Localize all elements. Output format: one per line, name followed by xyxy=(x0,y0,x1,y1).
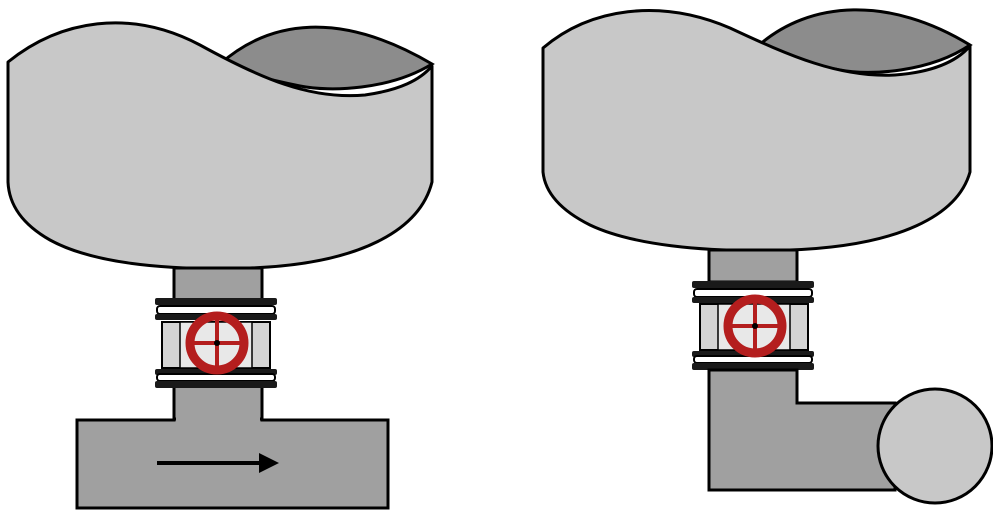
arrow-right-icon xyxy=(157,453,279,473)
left-upper-pipe xyxy=(172,266,264,302)
right-tank xyxy=(541,8,973,253)
left-assembly xyxy=(6,21,435,510)
right-assembly xyxy=(541,8,993,505)
right-elbow-pipe xyxy=(707,368,897,492)
handwheel-icon xyxy=(185,311,249,375)
right-upper-pipe xyxy=(707,248,799,284)
right-pipe-end-cap xyxy=(876,387,993,505)
handwheel-icon xyxy=(723,294,787,358)
left-tank xyxy=(6,21,435,271)
left-tank-body xyxy=(6,21,434,271)
right-tank-body xyxy=(541,9,972,253)
right-upper-flange xyxy=(692,281,814,303)
